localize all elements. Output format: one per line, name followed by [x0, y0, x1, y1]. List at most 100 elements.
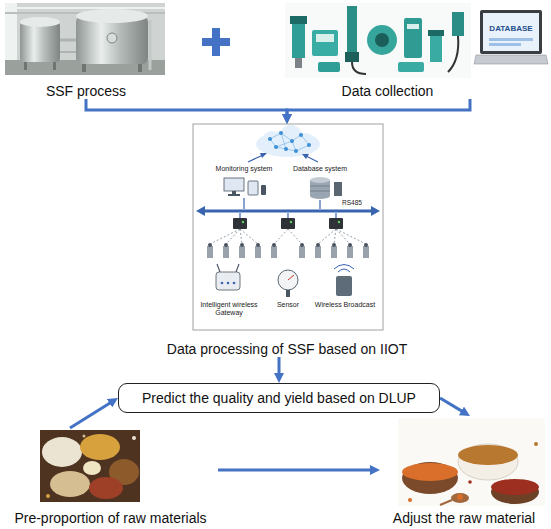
tank-leg: [53, 62, 56, 70]
laptop-screen: [483, 13, 539, 51]
cloud-node: [299, 133, 303, 137]
gateway-device: [329, 218, 343, 229]
tank-leg: [24, 62, 27, 70]
sensor: [404, 18, 422, 58]
spoon: [451, 493, 469, 503]
field-sensor: [315, 246, 321, 258]
tank-top: [76, 9, 148, 23]
sensor: [312, 30, 338, 56]
tank-top: [20, 17, 60, 27]
grain-pile: [83, 461, 101, 475]
photo-ground: [398, 418, 545, 506]
node-caption: Predict the quality and yield based on D…: [142, 390, 416, 406]
plus-bar: [202, 38, 230, 46]
led: [290, 221, 292, 223]
sensor: [428, 30, 444, 36]
tank: [76, 16, 148, 64]
tank-leg: [82, 64, 86, 72]
uplink-head: [302, 154, 309, 159]
bus-drop: [287, 213, 288, 218]
cloud-node: [268, 137, 272, 141]
sensor-needle: [288, 275, 294, 280]
broadcast-wave: [338, 269, 350, 272]
bus-drop: [335, 213, 336, 218]
cloud-node: [294, 149, 298, 153]
field-sensor-cap: [224, 243, 228, 247]
grain-pile: [80, 434, 120, 460]
grain: [83, 435, 86, 438]
cable: [352, 62, 366, 74]
monitor: [224, 178, 244, 191]
photo-ground: [40, 430, 140, 502]
iiot-illustration: [193, 124, 383, 330]
uplink: [248, 155, 263, 162]
lentils: [458, 445, 518, 465]
sensors-photo: [285, 3, 471, 78]
cloud-node: [290, 139, 294, 143]
bus-drop: [243, 198, 244, 209]
lentil: [408, 498, 412, 502]
sensor: [398, 62, 424, 72]
uplink: [306, 156, 318, 162]
database-icon: [310, 186, 330, 187]
pipe: [60, 39, 76, 42]
grain: [132, 436, 136, 440]
bus-head: [371, 206, 380, 216]
monitor-stand: [232, 191, 236, 194]
cloud: [297, 133, 315, 151]
laptop-base: [474, 55, 548, 64]
field-sensor-cap: [256, 243, 260, 247]
field-sensor-cap: [348, 243, 352, 247]
laptop: [474, 10, 548, 64]
gateway-icon: [216, 272, 240, 290]
sensor: [407, 24, 419, 29]
sensor: [290, 16, 307, 24]
flow-arrow: [70, 402, 111, 428]
flow-arrow: [278, 357, 281, 375]
ingredients-photo: Adjust the raw material: [380, 416, 548, 526]
led: [242, 221, 244, 223]
screen-bar: [489, 43, 521, 46]
pipe: [60, 51, 76, 53]
monitor-base: [228, 194, 240, 196]
sensor: [375, 33, 389, 47]
sensor: [292, 22, 305, 58]
tank-leg: [138, 64, 142, 72]
bowls-photo: [398, 418, 545, 506]
phone: [261, 185, 266, 195]
flow-arrow: [287, 99, 470, 116]
gateway-device: [281, 218, 295, 229]
field-sensor: [347, 246, 353, 258]
field-sensor: [239, 246, 245, 258]
diagram-label: Database system: [293, 165, 347, 173]
laptop-bezel: [480, 10, 542, 54]
database-icon: [310, 191, 330, 192]
cloud-node: [268, 131, 311, 153]
broadcast-wave: [334, 265, 354, 270]
antenna: [217, 264, 220, 272]
cloud-node: [274, 145, 278, 149]
lentil: [468, 480, 472, 484]
sensor-icon: [278, 270, 298, 290]
field-sensor: [255, 246, 261, 258]
server-icon: [334, 182, 342, 196]
ingredients-photo: Pre-proportion of raw materials: [3, 428, 218, 526]
tank: [20, 22, 60, 62]
field-sensor-cap: [208, 243, 368, 247]
field-sensor: [271, 246, 277, 258]
rs485-bus: [203, 210, 373, 213]
field-sensor: [363, 246, 369, 258]
sensor: [347, 6, 357, 54]
broadcast-icon: [336, 276, 352, 296]
lentils: [402, 463, 458, 481]
wall: [5, 3, 165, 75]
sensor: [430, 34, 442, 62]
diagram-label: Monitoring system: [216, 165, 273, 173]
bus-head: [196, 206, 205, 216]
database-icon: [310, 193, 330, 199]
cable: [448, 36, 458, 72]
grain-pile: [50, 471, 90, 497]
field-sensor: [223, 246, 229, 258]
diagram-label: Intelligent wireless Gateway: [197, 301, 261, 316]
